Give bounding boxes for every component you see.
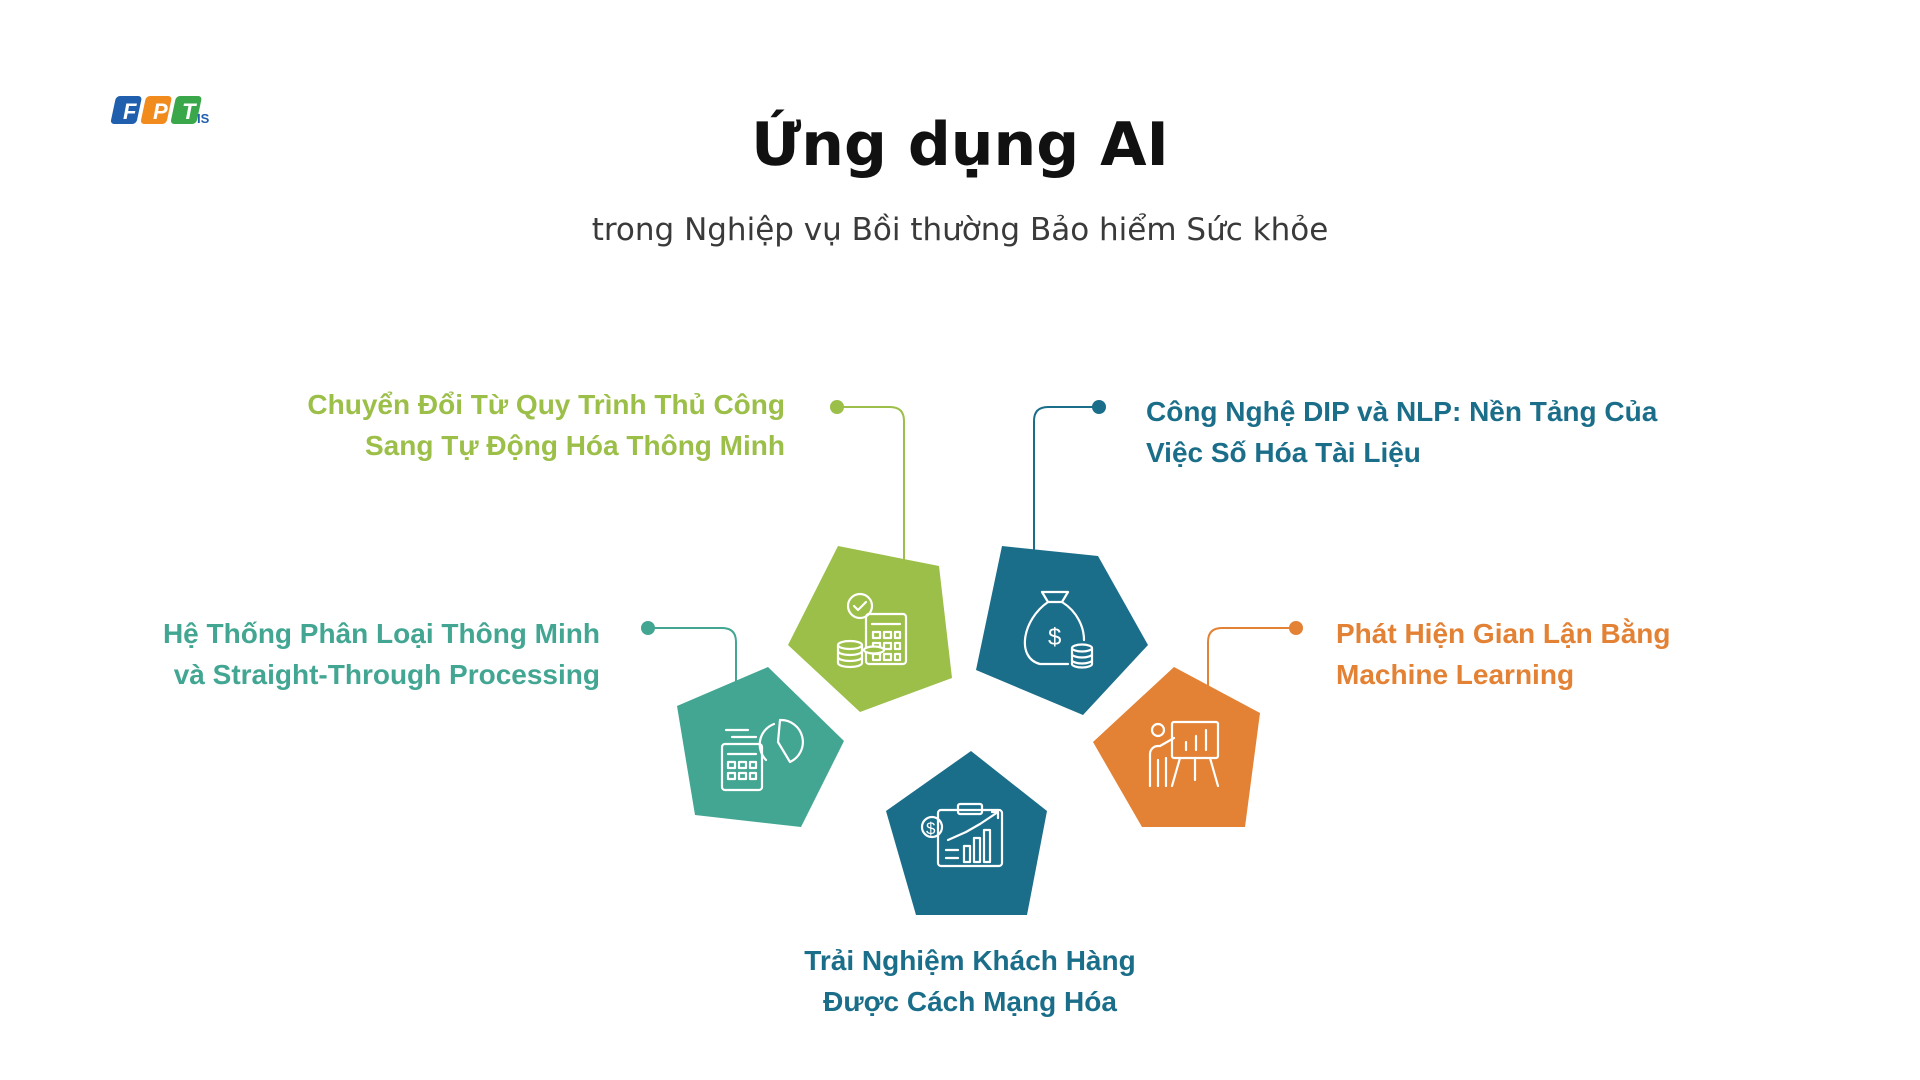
logo-suffix: IS [197,111,210,126]
logo-letter-p: P [153,99,168,124]
label-fraud-line2: Machine Learning [1336,659,1575,690]
connector-classification [641,621,737,690]
label-classification: Hệ Thống Phân Loại Thông Minh và Straigh… [100,613,600,695]
label-classification-line1: Hệ Thống Phân Loại Thông Minh [162,618,600,649]
page-title: Ứng dụng AI [751,110,1169,180]
fpt-is-logo: F P T IS [110,96,210,126]
label-automation-line1: Chuyển Đổi Từ Quy Trình Thủ Công [307,389,785,420]
page-subtitle: trong Nghiệp vụ Bồi thường Bảo hiểm Sức … [591,212,1329,248]
pentagon-fraud [1093,667,1260,827]
logo-block-t [170,96,202,124]
pentagon-customer [886,751,1047,915]
label-customer-line1: Trải Nghiệm Khách Hàng [804,945,1136,976]
label-dip-nlp: Công Nghệ DIP và NLP: Nền Tảng Của Việc … [1146,391,1786,473]
financial-report-icon: $ [920,802,1004,868]
connector-fraud [1207,621,1303,690]
label-fraud-line1: Phát Hiện Gian Lận Bằng [1336,618,1671,649]
svg-text:$: $ [926,819,936,838]
label-customer-line2: Được Cách Mạng Hóa [823,986,1117,1017]
pentagon-dip-nlp [976,546,1148,715]
money-bag-icon: $ [1023,590,1094,669]
logo-letter-t: T [182,99,197,124]
label-dip-nlp-line1: Công Nghệ DIP và NLP: Nền Tảng Của [1146,396,1658,427]
label-fraud: Phát Hiện Gian Lận Bằng Machine Learning [1336,613,1836,695]
pentagon-automation [788,546,952,712]
presenter-board-icon [1148,720,1220,788]
calculator-coins-icon [836,592,908,669]
label-automation: Chuyển Đổi Từ Quy Trình Thủ Công Sang Tự… [185,384,785,466]
svg-text:$: $ [1048,624,1061,651]
label-dip-nlp-line2: Việc Số Hóa Tài Liệu [1146,437,1421,468]
label-classification-line2: và Straight-Through Processing [173,659,600,690]
label-automation-line2: Sang Tự Động Hóa Thông Minh [365,430,785,461]
connector-automation [830,400,905,565]
label-customer: Trải Nghiệm Khách Hàng Được Cách Mạng Hó… [700,940,1240,1022]
logo-letter-f: F [123,99,137,124]
calculator-pie-chart-icon [720,718,804,792]
connector-dip-nlp [1033,400,1106,556]
logo-block-p [140,96,172,124]
logo-block-f [110,96,142,124]
